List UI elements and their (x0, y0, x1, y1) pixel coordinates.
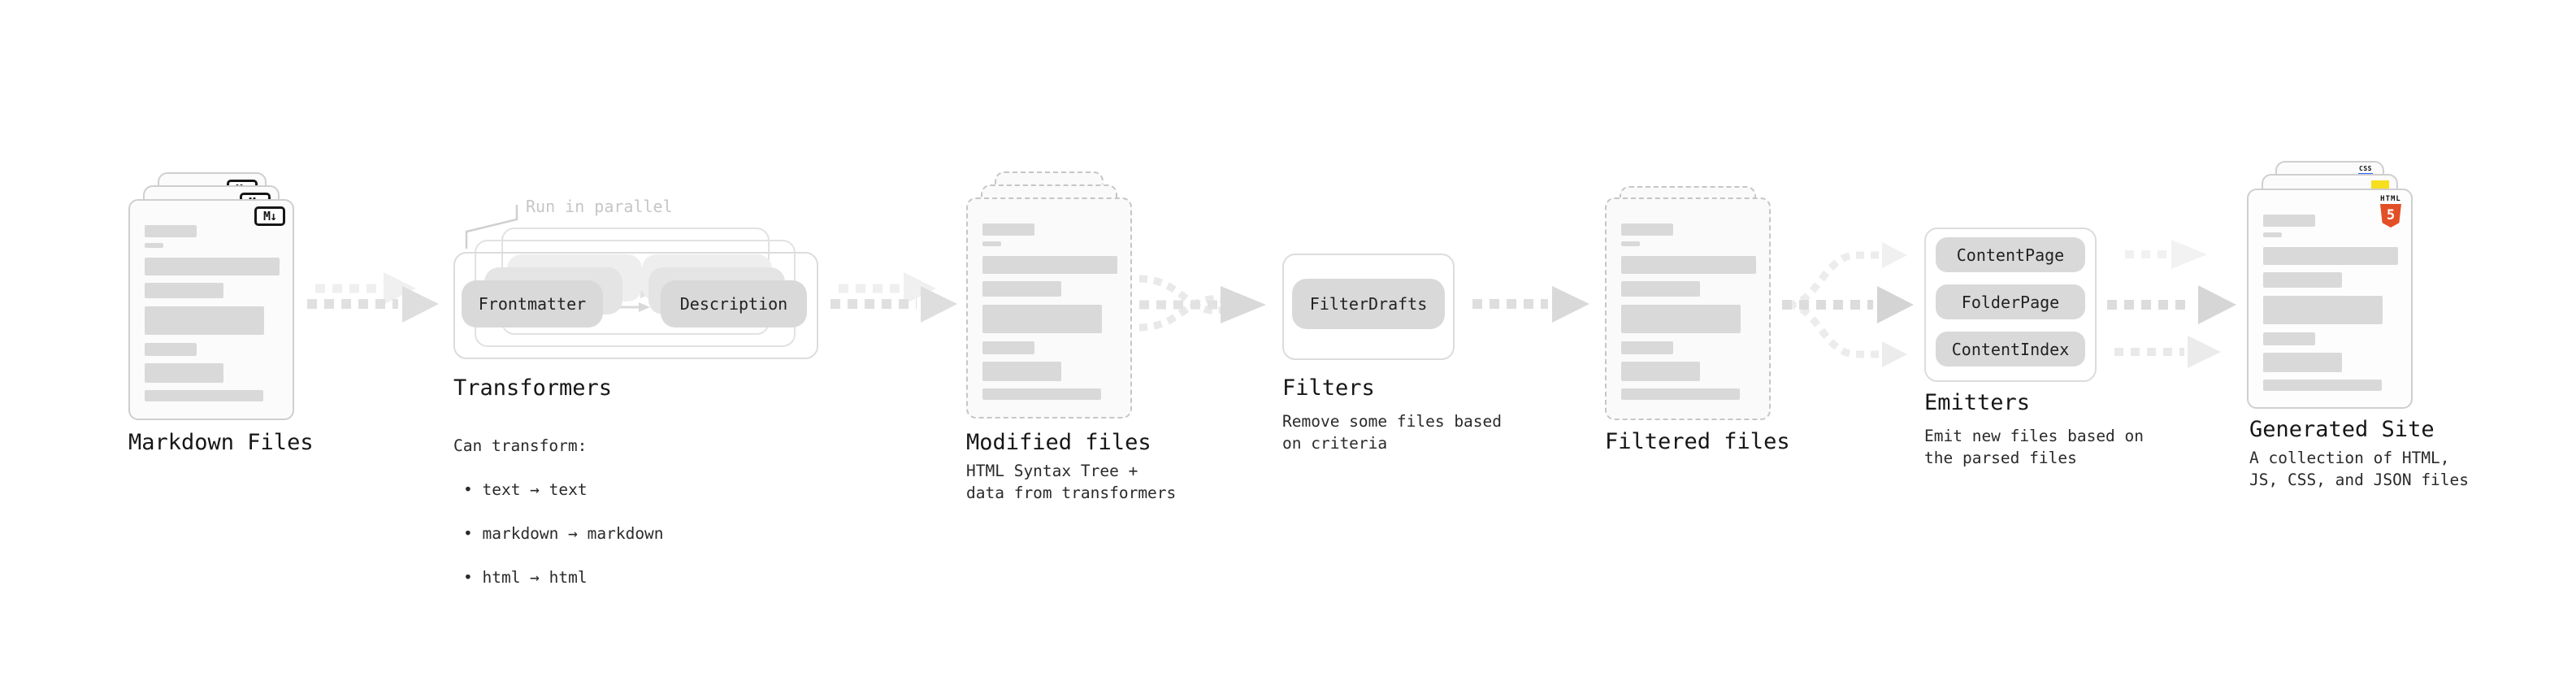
generated-site-description: A collection of HTML, JS, CSS, and JSON … (2249, 449, 2470, 489)
placeholder-bar (1621, 241, 1640, 246)
transformers-label: Transformers (453, 375, 613, 401)
generated-site-label: Generated Site (2249, 417, 2435, 442)
transform-bullet: • markdown → markdown (463, 524, 664, 543)
filtered-file-card (1605, 197, 1771, 420)
arrow-markdown-to-transformers (307, 272, 439, 323)
placeholder-bar (982, 223, 1034, 236)
placeholder-bar (982, 388, 1101, 400)
placeholder-bar (1621, 256, 1756, 274)
placeholder-bar (145, 390, 263, 401)
placeholder-bar (982, 241, 1001, 246)
contentpage-pill: ContentPage (1936, 237, 2085, 272)
placeholder-bar (2263, 332, 2315, 345)
placeholder-bar (2263, 380, 2382, 391)
filtered-files-label: Filtered files (1605, 429, 1790, 454)
generated-html-card: HTML 5 (2247, 189, 2413, 409)
arrow-modified-to-filters-merge (1138, 275, 1266, 332)
arrow-filtered-to-emitters-split (1782, 242, 1914, 367)
transformers-description: Can transform: • text → text • markdown … (453, 413, 664, 610)
folderpage-pill: FolderPage (1936, 284, 2085, 319)
placeholder-bar (982, 281, 1061, 297)
placeholder-bar (145, 343, 197, 356)
placeholder-bar (145, 225, 197, 237)
transform-bullet: • text → text (463, 480, 588, 499)
frontmatter-pill: Frontmatter (462, 280, 603, 327)
transform-bullet: • html → html (463, 568, 588, 587)
placeholder-bar (1621, 341, 1673, 354)
modified-file-card (966, 197, 1132, 419)
arrow-filters-to-filtered (1472, 286, 1589, 323)
markdown-icon: M↓ (254, 206, 285, 226)
placeholder-bar (982, 305, 1102, 333)
placeholder-bar (145, 283, 223, 298)
transformer-box-front (453, 252, 818, 359)
can-transform-title: Can transform: (453, 436, 588, 455)
placeholder-bar (2263, 296, 2383, 324)
placeholder-bar (1621, 281, 1700, 297)
placeholder-bar (982, 362, 1061, 381)
modified-files-description: HTML Syntax Tree + data from transformer… (966, 462, 1177, 502)
run-in-parallel-note: Run in parallel (526, 197, 673, 216)
html5-icon: HTML 5 (2380, 195, 2401, 228)
placeholder-bar (1621, 305, 1741, 333)
filters-description: Remove some files based on criteria (1282, 412, 1503, 453)
markdown-files-label: Markdown Files (128, 430, 314, 455)
placeholder-bar (145, 306, 264, 335)
modified-files-label: Modified files (966, 430, 1151, 455)
placeholder-bar (2263, 353, 2342, 372)
placeholder-bar (2263, 232, 2282, 237)
placeholder-bar (1621, 362, 1700, 381)
placeholder-bar (2263, 247, 2398, 265)
arrow-transformers-to-modified (830, 272, 957, 323)
placeholder-bar (1621, 223, 1673, 236)
placeholder-bar (145, 258, 280, 275)
placeholder-bar (982, 341, 1034, 354)
markdown-file-card: M↓ (128, 199, 294, 420)
placeholder-bar (982, 256, 1117, 274)
emitters-label: Emitters (1924, 390, 2031, 415)
filterdrafts-pill: FilterDrafts (1292, 279, 1445, 329)
emitters-description: Emit new files based on the parsed files (1924, 427, 2144, 467)
placeholder-bar (1621, 388, 1740, 400)
contentindex-pill: ContentIndex (1936, 332, 2085, 367)
placeholder-bar (2263, 215, 2315, 227)
placeholder-bar (2263, 272, 2342, 288)
filters-label: Filters (1282, 375, 1375, 401)
placeholder-bar (145, 243, 163, 248)
description-pill: Description (661, 280, 807, 327)
arrow-emitters-to-generated (2107, 240, 2236, 368)
placeholder-bar (145, 363, 223, 383)
